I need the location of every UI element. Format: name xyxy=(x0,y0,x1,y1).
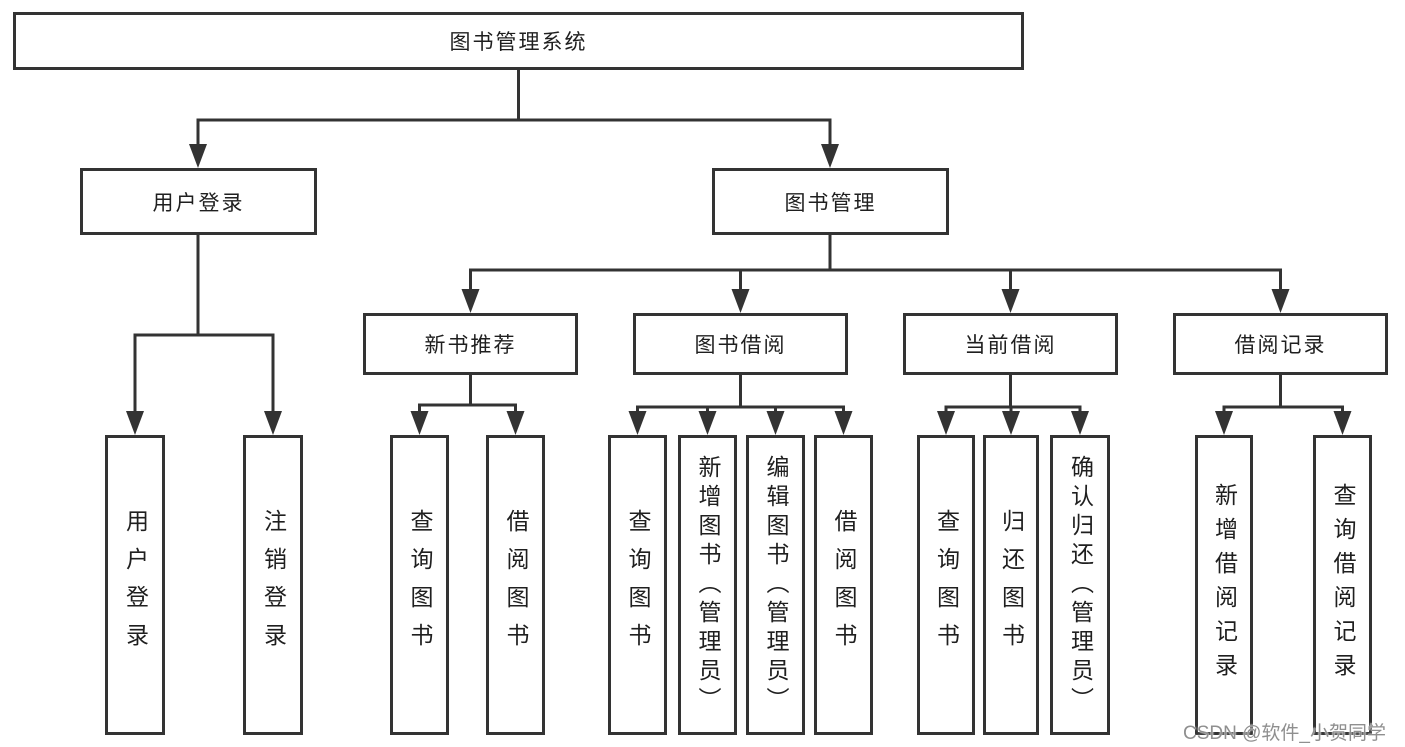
leaf-logout: 注销登录 xyxy=(243,435,303,735)
leaf-query-books-3: 查询图书 xyxy=(917,435,975,735)
connector-bookmgmt-to-level2 xyxy=(461,235,1290,313)
leaf-label-query-borrow-record: 查询借阅记录 xyxy=(1330,483,1356,687)
leaf-label-query-books-3: 查询图书 xyxy=(933,509,960,661)
connector-userlogin-to-leaves xyxy=(126,235,282,435)
node-new-book-recommend: 新书推荐 xyxy=(363,313,578,375)
leaf-query-books-2: 查询图书 xyxy=(608,435,667,735)
leaf-return-books: 归还图书 xyxy=(983,435,1039,735)
node-label-root: 图书管理系统 xyxy=(449,31,588,54)
leaf-label-query-books-2: 查询图书 xyxy=(625,509,651,661)
leaf-label-confirm-return-admin: 确认归还（管理员） xyxy=(1067,454,1094,716)
leaf-confirm-return-admin: 确认归还（管理员） xyxy=(1050,435,1110,735)
node-current-borrowing: 当前借阅 xyxy=(903,313,1118,375)
leaf-label-borrow-books-1: 借阅图书 xyxy=(503,509,529,661)
node-book-borrowing: 图书借阅 xyxy=(633,313,848,375)
node-user-login: 用户登录 xyxy=(80,168,317,235)
node-label-book-borrowing: 图书借阅 xyxy=(694,334,787,357)
node-library-management-system: 图书管理系统 xyxy=(13,12,1024,70)
leaf-borrow-books-2: 借阅图书 xyxy=(814,435,873,735)
leaf-label-logout: 注销登录 xyxy=(260,509,287,661)
connector-newbook-to-leaves xyxy=(410,375,525,435)
node-borrowing-records: 借阅记录 xyxy=(1173,313,1388,375)
leaf-borrow-books-1: 借阅图书 xyxy=(486,435,545,735)
leaf-label-return-books: 归还图书 xyxy=(998,509,1025,661)
leaf-add-borrow-record: 新增借阅记录 xyxy=(1195,435,1253,735)
leaf-add-books-admin: 新增图书（管理员） xyxy=(678,435,737,735)
watermark: CSDN @软件_小贺同学 xyxy=(1183,723,1386,744)
leaf-label-add-borrow-record: 新增借阅记录 xyxy=(1211,483,1238,687)
leaf-label-user-login: 用户登录 xyxy=(122,509,149,661)
node-book-management: 图书管理 xyxy=(712,168,949,235)
node-label-borrowing-records: 借阅记录 xyxy=(1234,334,1327,357)
connector-bookborrow-to-leaves xyxy=(628,375,853,435)
connector-root-to-level1 xyxy=(189,70,839,168)
node-label-user-login: 用户登录 xyxy=(152,191,245,215)
node-label-book-management: 图书管理 xyxy=(784,191,877,215)
leaf-user-login: 用户登录 xyxy=(105,435,165,735)
node-label-current-borrowing: 当前借阅 xyxy=(964,334,1057,357)
leaf-label-edit-books-admin: 编辑图书（管理员） xyxy=(763,454,789,716)
leaf-query-books-1: 查询图书 xyxy=(390,435,449,735)
connector-borrowrecords-to-leaves xyxy=(1215,375,1352,435)
connector-currentborrow-to-leaves xyxy=(937,375,1089,435)
leaf-label-add-books-admin: 新增图书（管理员） xyxy=(695,454,721,716)
node-label-new-book-recommend: 新书推荐 xyxy=(424,334,517,357)
leaf-label-borrow-books-2: 借阅图书 xyxy=(831,509,857,661)
leaf-edit-books-admin: 编辑图书（管理员） xyxy=(746,435,805,735)
leaf-query-borrow-record: 查询借阅记录 xyxy=(1313,435,1372,735)
leaf-label-query-books-1: 查询图书 xyxy=(407,509,433,661)
